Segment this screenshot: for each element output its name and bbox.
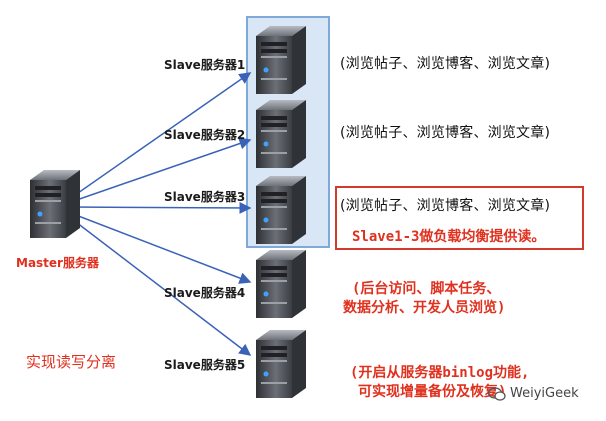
load-balance-note: Slave1-3做负载均衡提供读。 [352, 229, 546, 245]
load-balance-box [335, 186, 584, 250]
slave4-server-icon [256, 250, 306, 318]
arrow-to-slave4 [67, 211, 252, 284]
master-label: Master服务器 [16, 256, 99, 270]
slave1-server-icon [256, 26, 306, 94]
slave4-label: Slave服务器4 [164, 286, 246, 300]
slave5-desc-line1: (开启从服务器binlog功能, [350, 365, 530, 381]
arrow-to-slave2 [67, 137, 252, 204]
slave2-desc: (浏览帖子、浏览博客、浏览文章) [340, 125, 551, 141]
slave5-server-icon [256, 330, 306, 398]
slave1-label: Slave服务器1 [164, 58, 246, 72]
watermark-text: WeiyiGeek [510, 386, 579, 401]
slave3-label: Slave服务器3 [164, 190, 246, 204]
watermark: WeiyiGeek [488, 386, 579, 401]
slave3-desc: (浏览帖子、浏览博客、浏览文章) [340, 198, 551, 214]
rw-split-note: 实现读写分离 [26, 353, 117, 371]
slave5-label: Slave服务器5 [164, 358, 246, 372]
slave2-label: Slave服务器2 [164, 128, 246, 142]
arrow-to-slave5 [67, 215, 252, 356]
arrow-to-slave1 [67, 72, 252, 201]
slave3-server-icon [256, 176, 306, 244]
slave4-desc-line1: (后台访问、脚本任务、 [352, 281, 501, 297]
slave1-desc: (浏览帖子、浏览博客、浏览文章) [340, 56, 551, 72]
wechat-icon [488, 386, 506, 401]
slave5-desc-line2: 可实现增量备份及恢复) [358, 384, 507, 400]
master-server-icon [30, 170, 80, 238]
slave2-server-icon [256, 100, 306, 168]
slave4-desc-line2: 数据分析、开发人员浏览) [343, 300, 506, 316]
arrow-to-slave3 [67, 201, 252, 214]
